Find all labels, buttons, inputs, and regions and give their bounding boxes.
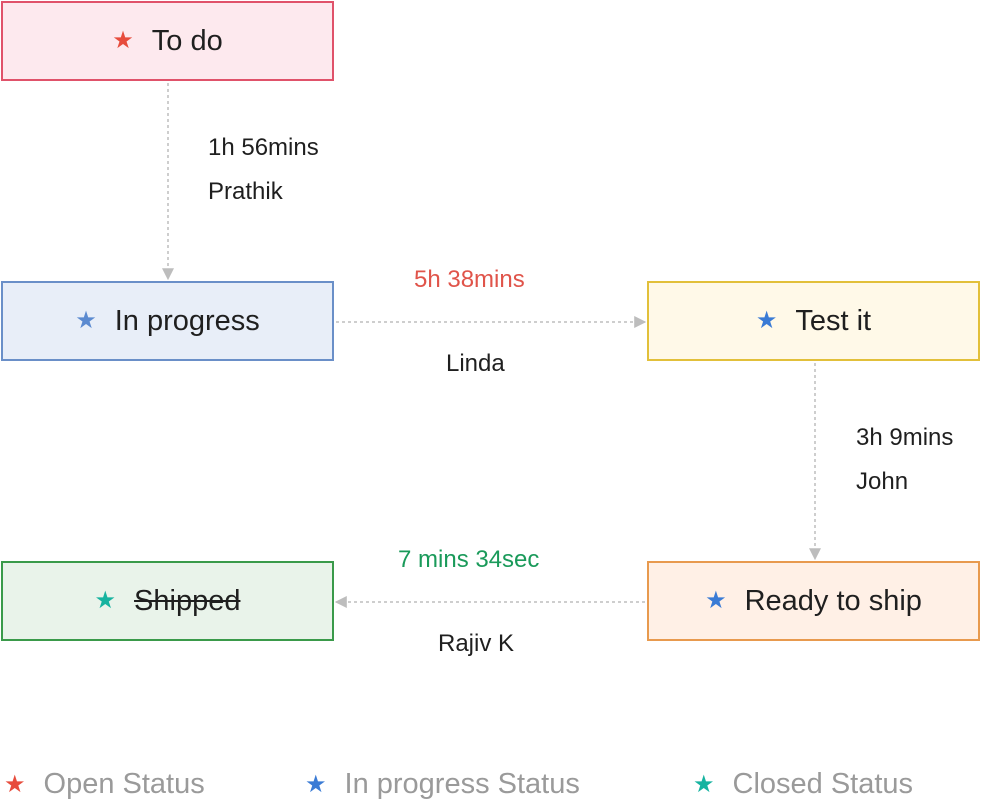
node-label: Shipped — [134, 584, 241, 617]
transition-assignee: Prathik — [208, 178, 283, 205]
transition-duration: 7 mins 34sec — [398, 546, 540, 573]
transition-duration: 5h 38mins — [414, 266, 525, 293]
node-label: Test it — [795, 304, 872, 337]
star-icon: ★ — [94, 587, 117, 614]
transition-assignee: Linda — [446, 350, 505, 377]
node-label: To do — [151, 24, 223, 57]
node-label: Ready to ship — [744, 584, 922, 617]
legend-in-progress: ★ In progress Status — [305, 768, 580, 801]
legend-label: Open Status — [43, 768, 205, 800]
legend-open: ★ Open Status — [4, 768, 205, 801]
transition-assignee: John — [856, 468, 909, 495]
star-icon: ★ — [305, 771, 327, 798]
star-icon: ★ — [4, 771, 26, 798]
legend-label: Closed Status — [732, 768, 914, 800]
star-icon: ★ — [75, 307, 97, 334]
node-todo: ★ To do — [1, 1, 334, 81]
transition-assignee: Rajiv K — [438, 630, 515, 657]
star-icon: ★ — [693, 771, 715, 798]
legend-closed: ★ Closed Status — [693, 768, 913, 801]
star-icon: ★ — [705, 587, 727, 614]
transition-duration: 3h 9mins — [856, 424, 954, 451]
star-icon: ★ — [112, 27, 134, 54]
legend-label: In progress Status — [344, 768, 580, 800]
star-icon: ★ — [755, 307, 778, 334]
node-ready-to-ship: ★ Ready to ship — [647, 561, 980, 641]
node-shipped: ★ Shipped — [1, 561, 334, 641]
transition-duration: 1h 56mins — [208, 134, 319, 161]
node-label: In progress — [114, 304, 260, 337]
node-test-it: ★ Test it — [647, 281, 980, 361]
node-in-progress: ★ In progress — [1, 281, 334, 361]
